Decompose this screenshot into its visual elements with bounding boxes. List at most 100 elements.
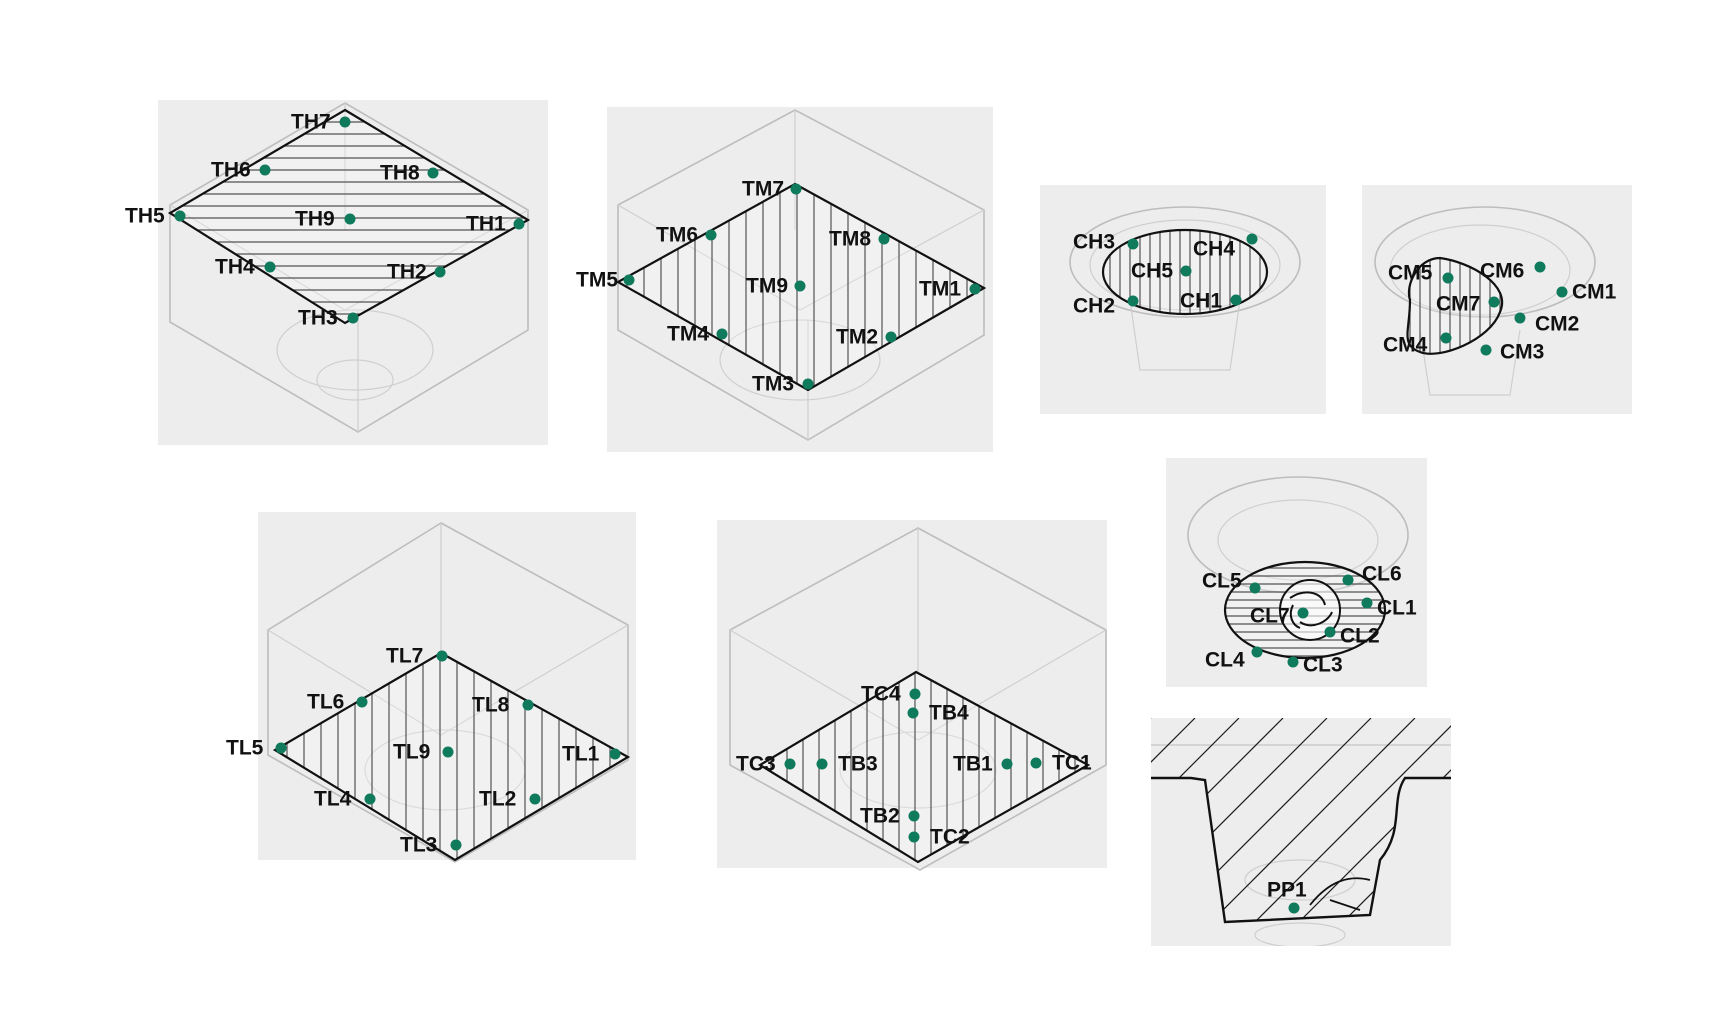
point-label-ch1: CH1 bbox=[1180, 290, 1222, 313]
point-marker-tl3 bbox=[450, 839, 462, 851]
point-label-tm7: TM7 bbox=[742, 178, 784, 201]
point-label-tm4: TM4 bbox=[667, 323, 709, 346]
point-marker-ch5 bbox=[1180, 265, 1192, 277]
point-label-ch2: CH2 bbox=[1073, 295, 1115, 318]
point-marker-th8 bbox=[427, 167, 439, 179]
point-label-cl3: CL3 bbox=[1303, 654, 1343, 677]
point-label-th4: TH4 bbox=[215, 256, 255, 279]
point-label-tb3: TB3 bbox=[838, 753, 878, 776]
point-label-cm2: CM2 bbox=[1535, 313, 1579, 336]
point-label-ch4: CH4 bbox=[1193, 238, 1235, 261]
point-label-tm6: TM6 bbox=[656, 224, 698, 247]
point-marker-cm2 bbox=[1514, 312, 1526, 324]
point-marker-tm2 bbox=[885, 331, 897, 343]
point-marker-tm3 bbox=[802, 378, 814, 390]
point-label-tm1: TM1 bbox=[919, 278, 961, 301]
point-label-th7: TH7 bbox=[291, 111, 331, 134]
cup-inner bbox=[1244, 859, 1356, 901]
point-marker-cl6 bbox=[1342, 574, 1354, 586]
point-marker-tb3 bbox=[816, 758, 828, 770]
point-label-tm9: TM9 bbox=[746, 275, 788, 298]
point-marker-th9 bbox=[344, 213, 356, 225]
point-label-pp1: PP1 bbox=[1267, 879, 1307, 902]
point-marker-tl9 bbox=[442, 746, 454, 758]
point-label-tc1: TC1 bbox=[1052, 752, 1092, 775]
point-label-th3: TH3 bbox=[298, 307, 338, 330]
cup-rim-inner bbox=[1217, 499, 1379, 581]
point-label-th5: TH5 bbox=[125, 205, 165, 228]
point-marker-cl2 bbox=[1324, 626, 1336, 638]
point-label-tc4: TC4 bbox=[861, 683, 901, 706]
cup-bottom bbox=[1254, 922, 1346, 946]
point-label-tl2: TL2 bbox=[479, 788, 516, 811]
drain-grate-vanes bbox=[1289, 591, 1333, 629]
point-label-tm2: TM2 bbox=[836, 326, 878, 349]
point-label-cm5: CM5 bbox=[1388, 262, 1433, 285]
point-marker-ch3 bbox=[1127, 238, 1139, 250]
point-label-th8: TH8 bbox=[380, 162, 420, 185]
point-marker-ch2 bbox=[1127, 295, 1139, 307]
point-label-cl5: CL5 bbox=[1202, 570, 1242, 593]
point-marker-cm4 bbox=[1440, 332, 1452, 344]
section-outline bbox=[1406, 256, 1504, 355]
point-marker-cm1 bbox=[1556, 286, 1568, 298]
point-label-tc2: TC2 bbox=[930, 826, 970, 849]
point-marker-tc2 bbox=[908, 831, 920, 843]
point-label-tl4: TL4 bbox=[314, 788, 352, 811]
point-marker-tm7 bbox=[790, 183, 802, 195]
panel-background bbox=[258, 512, 636, 860]
point-label-tl6: TL6 bbox=[307, 691, 344, 714]
cup-rim-outer bbox=[1069, 206, 1301, 318]
point-marker-tl6 bbox=[356, 696, 368, 708]
point-label-tm3: TM3 bbox=[752, 373, 794, 396]
point-label-tl7: TL7 bbox=[386, 645, 423, 668]
cup-rim bbox=[719, 319, 881, 401]
point-marker-tc1 bbox=[1030, 757, 1042, 769]
section-outline bbox=[757, 670, 1091, 864]
point-marker-cm7 bbox=[1488, 296, 1500, 308]
point-marker-th3 bbox=[347, 312, 359, 324]
point-marker-cm3 bbox=[1480, 344, 1492, 356]
point-marker-tc3 bbox=[784, 758, 796, 770]
point-label-cm7: CM7 bbox=[1436, 293, 1480, 316]
point-marker-tl5 bbox=[275, 742, 287, 754]
cup-body bbox=[1129, 299, 1241, 371]
point-marker-tc4 bbox=[909, 688, 921, 700]
point-marker-th2 bbox=[434, 266, 446, 278]
point-label-ch3: CH3 bbox=[1073, 231, 1115, 254]
point-label-tb1: TB1 bbox=[953, 753, 993, 776]
cup-body bbox=[1419, 329, 1521, 396]
cup-rim bbox=[276, 309, 434, 391]
probe-outlet bbox=[1309, 877, 1371, 911]
point-label-cm1: CM1 bbox=[1572, 281, 1617, 304]
point-marker-ch1 bbox=[1230, 294, 1242, 306]
point-label-cl4: CL4 bbox=[1205, 649, 1245, 672]
point-marker-tl7 bbox=[436, 650, 448, 662]
point-marker-tl4 bbox=[364, 793, 376, 805]
panel-probe: PP1 bbox=[1151, 718, 1451, 946]
point-marker-tm8 bbox=[878, 233, 890, 245]
point-marker-cl5 bbox=[1249, 582, 1261, 594]
panel-background bbox=[1040, 185, 1326, 414]
point-marker-tl1 bbox=[609, 748, 621, 760]
point-marker-tl8 bbox=[522, 699, 534, 711]
point-label-cm4: CM4 bbox=[1383, 334, 1428, 357]
cup-rim-outer bbox=[1374, 206, 1596, 318]
point-label-th9: TH9 bbox=[295, 208, 335, 231]
point-label-tm8: TM8 bbox=[829, 228, 871, 251]
point-marker-th7 bbox=[339, 116, 351, 128]
point-label-tl3: TL3 bbox=[400, 834, 437, 857]
point-marker-cl4 bbox=[1251, 646, 1263, 658]
point-marker-tm9 bbox=[794, 280, 806, 292]
point-marker-cm6 bbox=[1534, 261, 1546, 273]
